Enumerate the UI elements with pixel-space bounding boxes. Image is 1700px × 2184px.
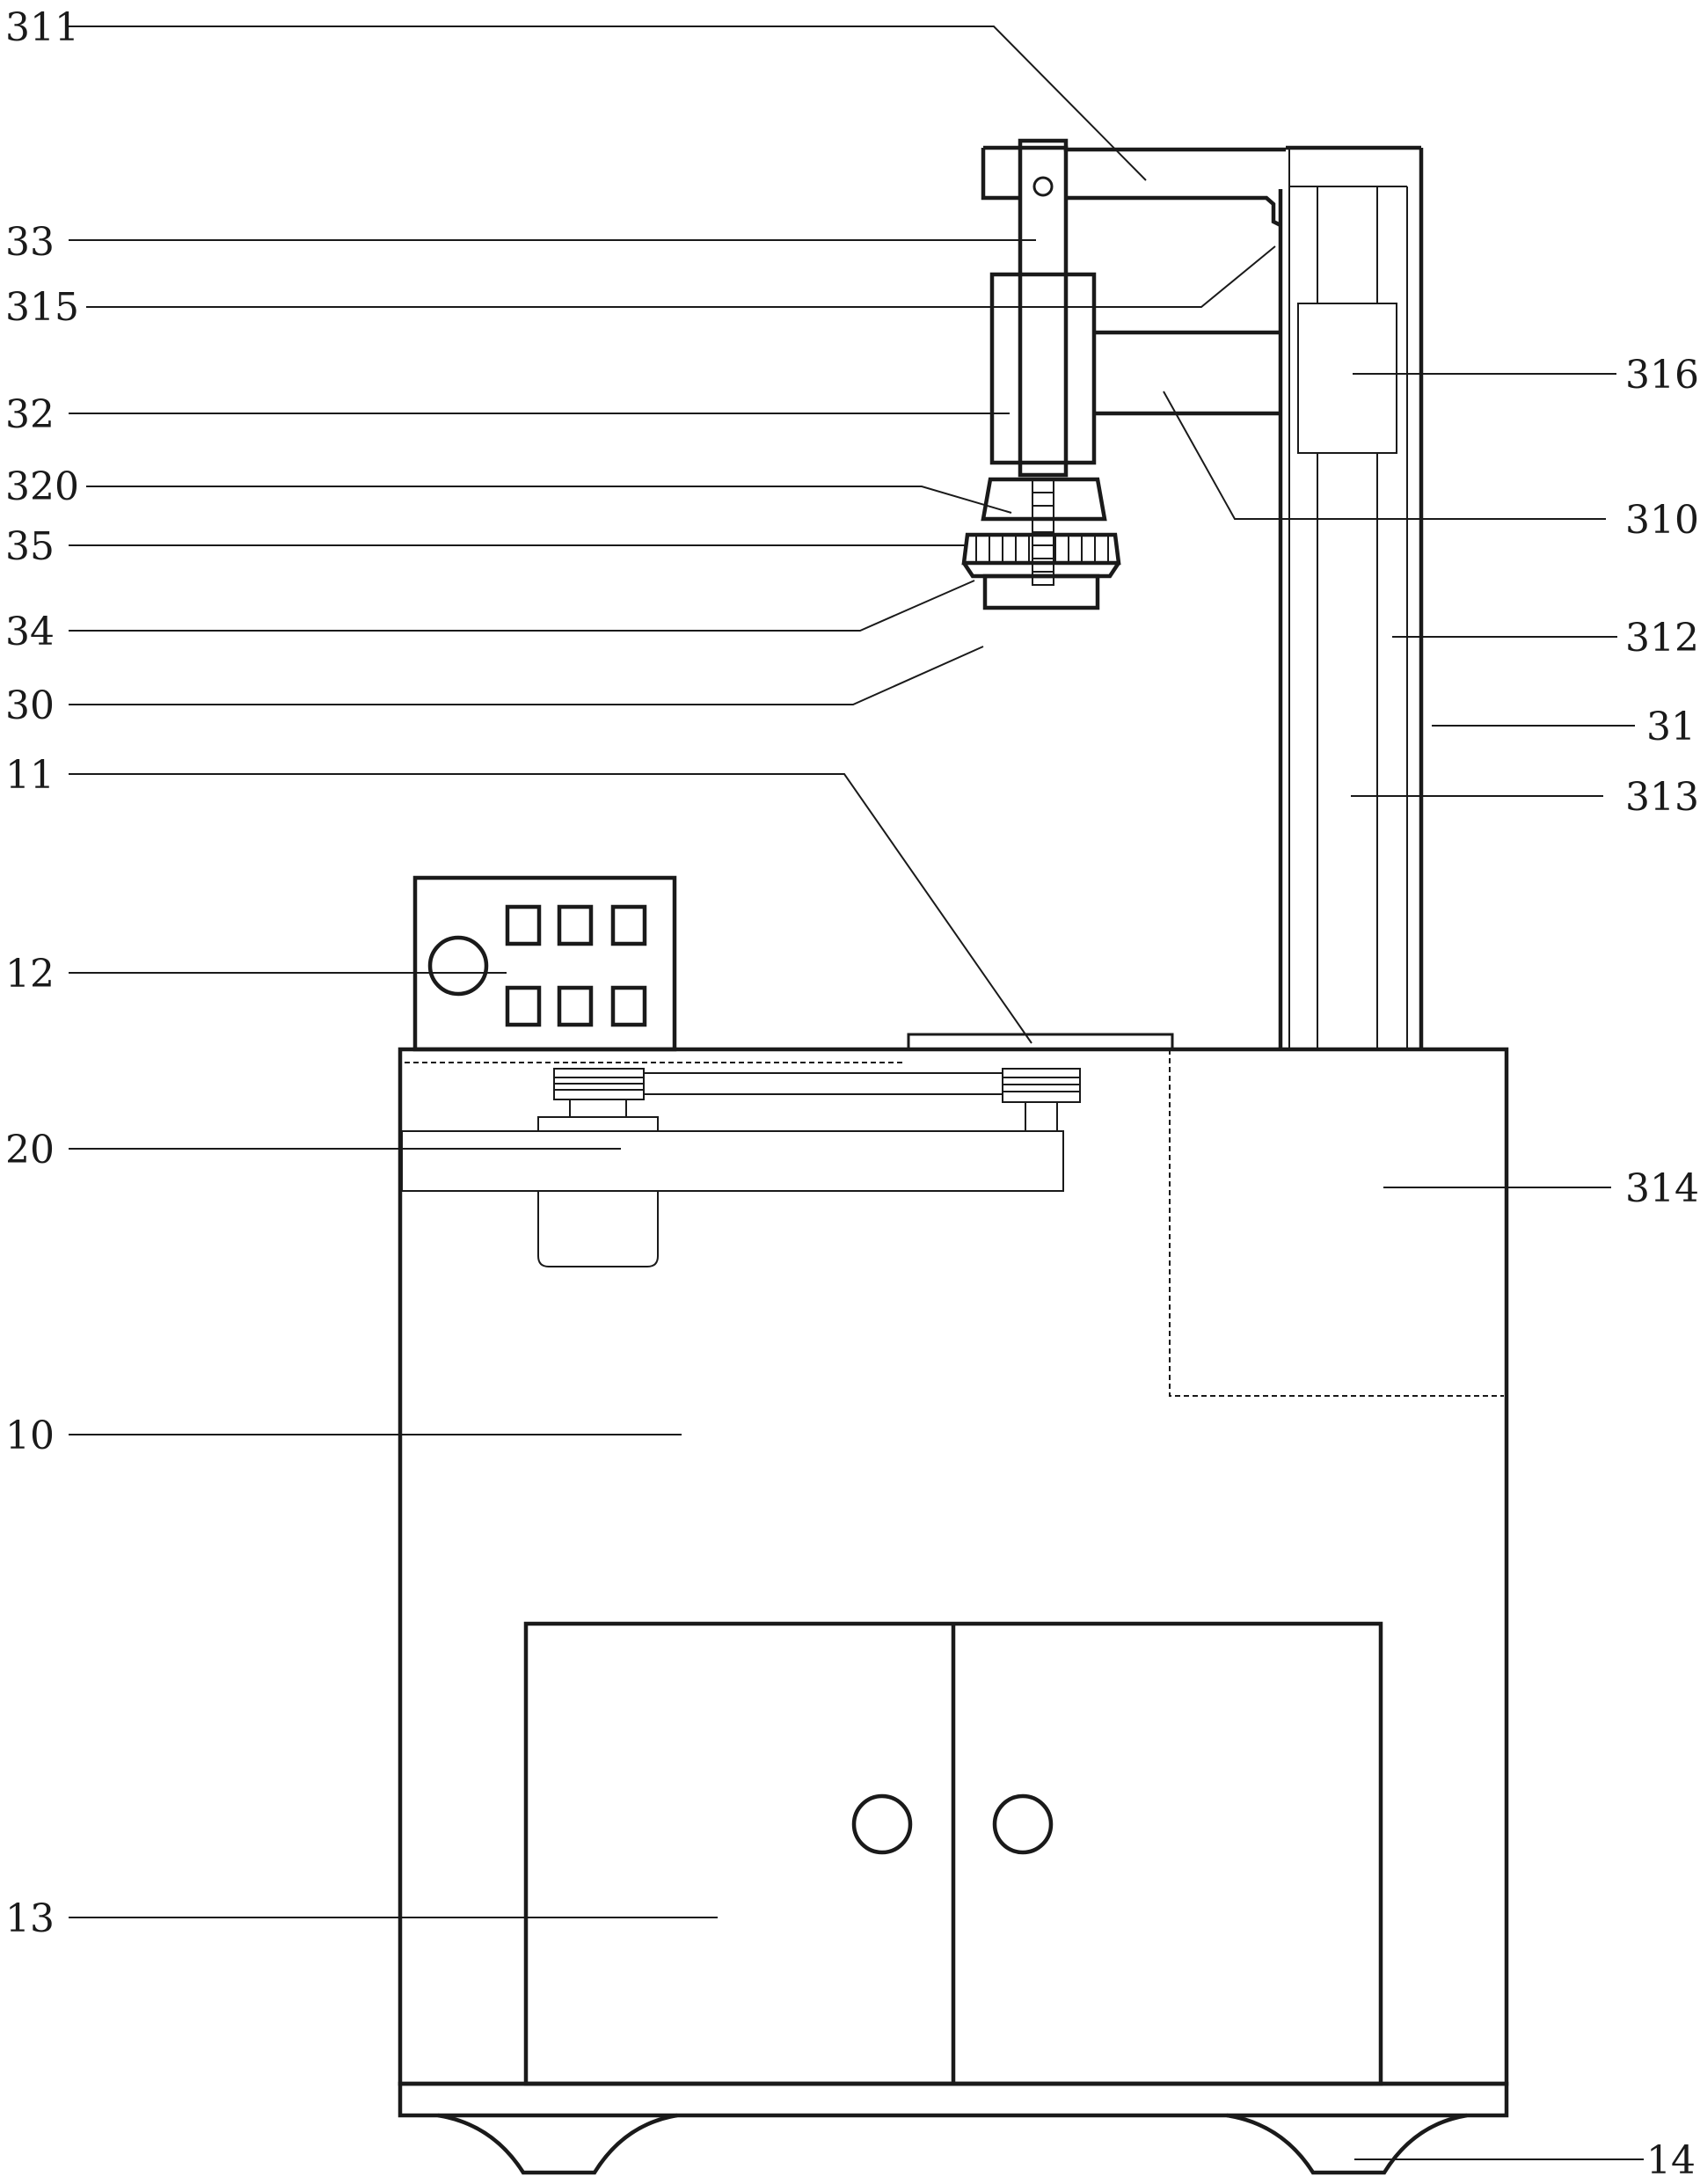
upper-arm [983, 148, 1286, 413]
control-button [507, 907, 539, 944]
control-button [559, 988, 591, 1025]
control-box [415, 878, 675, 1049]
label-20: 20 [5, 1128, 55, 1172]
label-31: 31 [1646, 705, 1696, 749]
drive-assembly [402, 1069, 1080, 1267]
label-32: 32 [5, 392, 55, 437]
door-handle [995, 1796, 1051, 1852]
label-30: 30 [5, 683, 55, 728]
control-button [613, 907, 645, 944]
label-33: 33 [5, 220, 55, 265]
label-35: 35 [5, 524, 55, 569]
control-button [559, 907, 591, 944]
internal-compartment [1170, 1049, 1504, 1396]
cabinet-doors [526, 1624, 1381, 2084]
work-table [908, 1034, 1172, 1049]
label-10: 10 [5, 1413, 55, 1458]
label-316: 316 [1625, 353, 1699, 398]
spindle-head [964, 141, 1119, 608]
label-315: 315 [5, 285, 79, 330]
label-320: 320 [5, 464, 79, 509]
control-button [613, 988, 645, 1025]
label-12: 12 [5, 952, 55, 997]
column [1280, 148, 1421, 1049]
control-knob [430, 938, 486, 994]
label-310: 310 [1625, 498, 1699, 543]
label-34: 34 [5, 610, 55, 654]
control-button [507, 988, 539, 1025]
label-314: 314 [1625, 1166, 1699, 1211]
door-handle [854, 1796, 910, 1852]
label-312: 312 [1625, 616, 1699, 661]
label-13: 13 [5, 1896, 55, 1941]
label-313: 313 [1625, 775, 1699, 820]
support-feet [438, 2115, 1467, 2173]
label-311: 311 [5, 5, 79, 50]
label-14: 14 [1646, 2138, 1696, 2183]
label-11: 11 [5, 753, 55, 798]
